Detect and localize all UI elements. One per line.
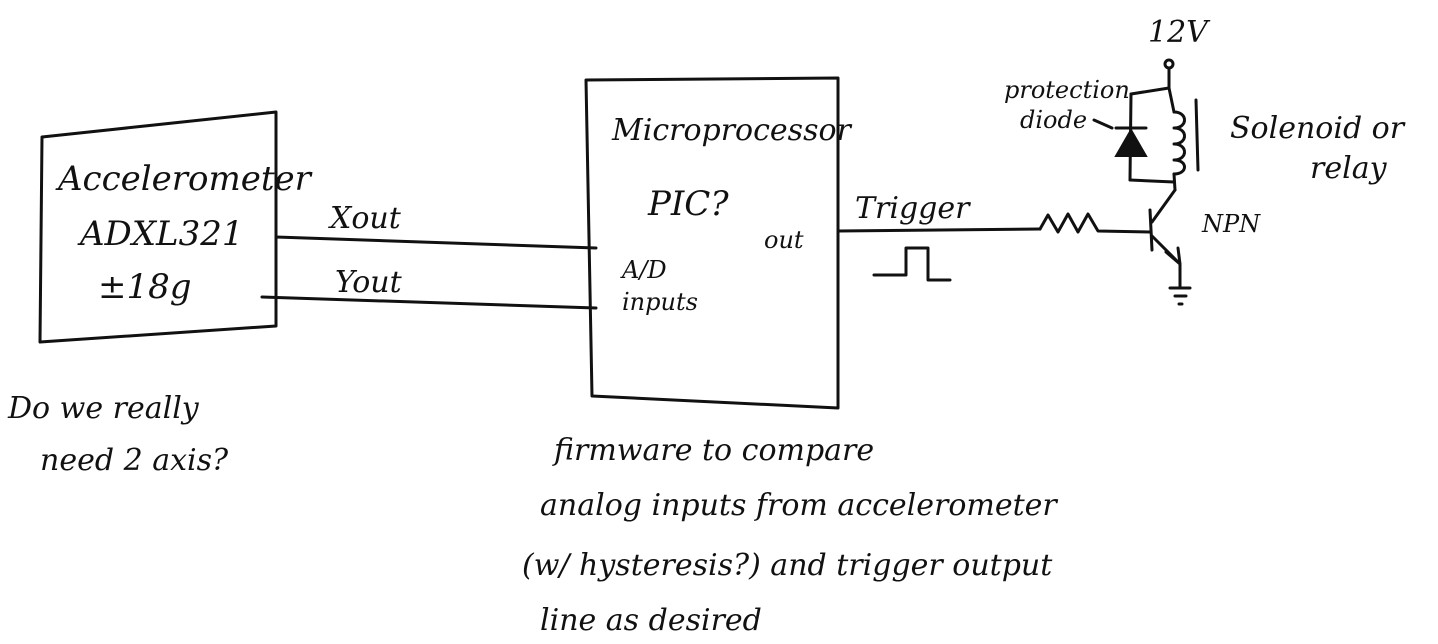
supply-label: 12V — [1148, 15, 1211, 50]
question-line1: Do we really — [7, 391, 200, 426]
accelerometer-range: ±18g — [98, 267, 192, 307]
out-pin-label: out — [764, 226, 804, 254]
firmware-line1: firmware to compare — [552, 433, 874, 468]
transistor-base — [1148, 208, 1154, 252]
resistor — [1038, 212, 1152, 234]
accelerometer-name: Accelerometer — [55, 159, 313, 199]
accelerometer-block: Accelerometer ADXL321 ±18g — [38, 110, 313, 344]
load-label-line2: relay — [1310, 151, 1388, 186]
firmware-line2: analog inputs from accelerometer — [540, 488, 1058, 523]
yout-label: Yout — [335, 265, 403, 300]
firmware-line4: line as desired — [540, 603, 762, 638]
microprocessor-box — [584, 76, 840, 410]
accelerometer-part-number: ADXL321 — [77, 214, 244, 254]
trigger-line: Trigger — [836, 191, 1042, 282]
trigger-wire — [836, 227, 1042, 233]
firmware-line3: (w/ hysteresis?) and trigger output — [522, 548, 1053, 583]
supply-12v: 12V — [1148, 15, 1211, 90]
pulse-waveform — [872, 246, 952, 282]
diode-label-line2: diode — [1020, 106, 1087, 134]
trigger-label: Trigger — [855, 191, 971, 226]
protection-diode: protection diode — [1004, 76, 1176, 184]
accelerometer-output-wires: Xout Yout — [260, 201, 598, 310]
transistor-label: NPN — [1201, 210, 1261, 238]
diode-label-line1: protection — [1004, 76, 1130, 104]
yout-wire — [260, 295, 598, 310]
ad-inputs-label-line2: inputs — [622, 288, 698, 316]
xout-wire — [274, 235, 598, 250]
microprocessor-chip: PIC? — [647, 184, 729, 224]
axis-question-note: Do we really need 2 axis? — [7, 391, 229, 478]
question-line2: need 2 axis? — [40, 443, 229, 478]
ground-symbol — [1168, 262, 1192, 306]
xout-label: Xout — [328, 201, 402, 236]
solenoid-coil: Solenoid or relay — [1167, 86, 1406, 192]
transistor-collector — [1150, 188, 1177, 224]
load-label-line1: Solenoid or — [1230, 111, 1406, 146]
solenoid-core — [1194, 98, 1200, 172]
microprocessor-block: Microprocessor PIC? A/D inputs out — [584, 76, 853, 410]
firmware-note: firmware to compare analog inputs from a… — [522, 433, 1058, 638]
diode-triangle — [1114, 127, 1148, 157]
npn-transistor: NPN — [1148, 188, 1261, 266]
ad-inputs-label-line1: A/D — [620, 256, 667, 284]
accelerometer-box — [38, 110, 278, 344]
microprocessor-title: Microprocessor — [611, 113, 853, 148]
